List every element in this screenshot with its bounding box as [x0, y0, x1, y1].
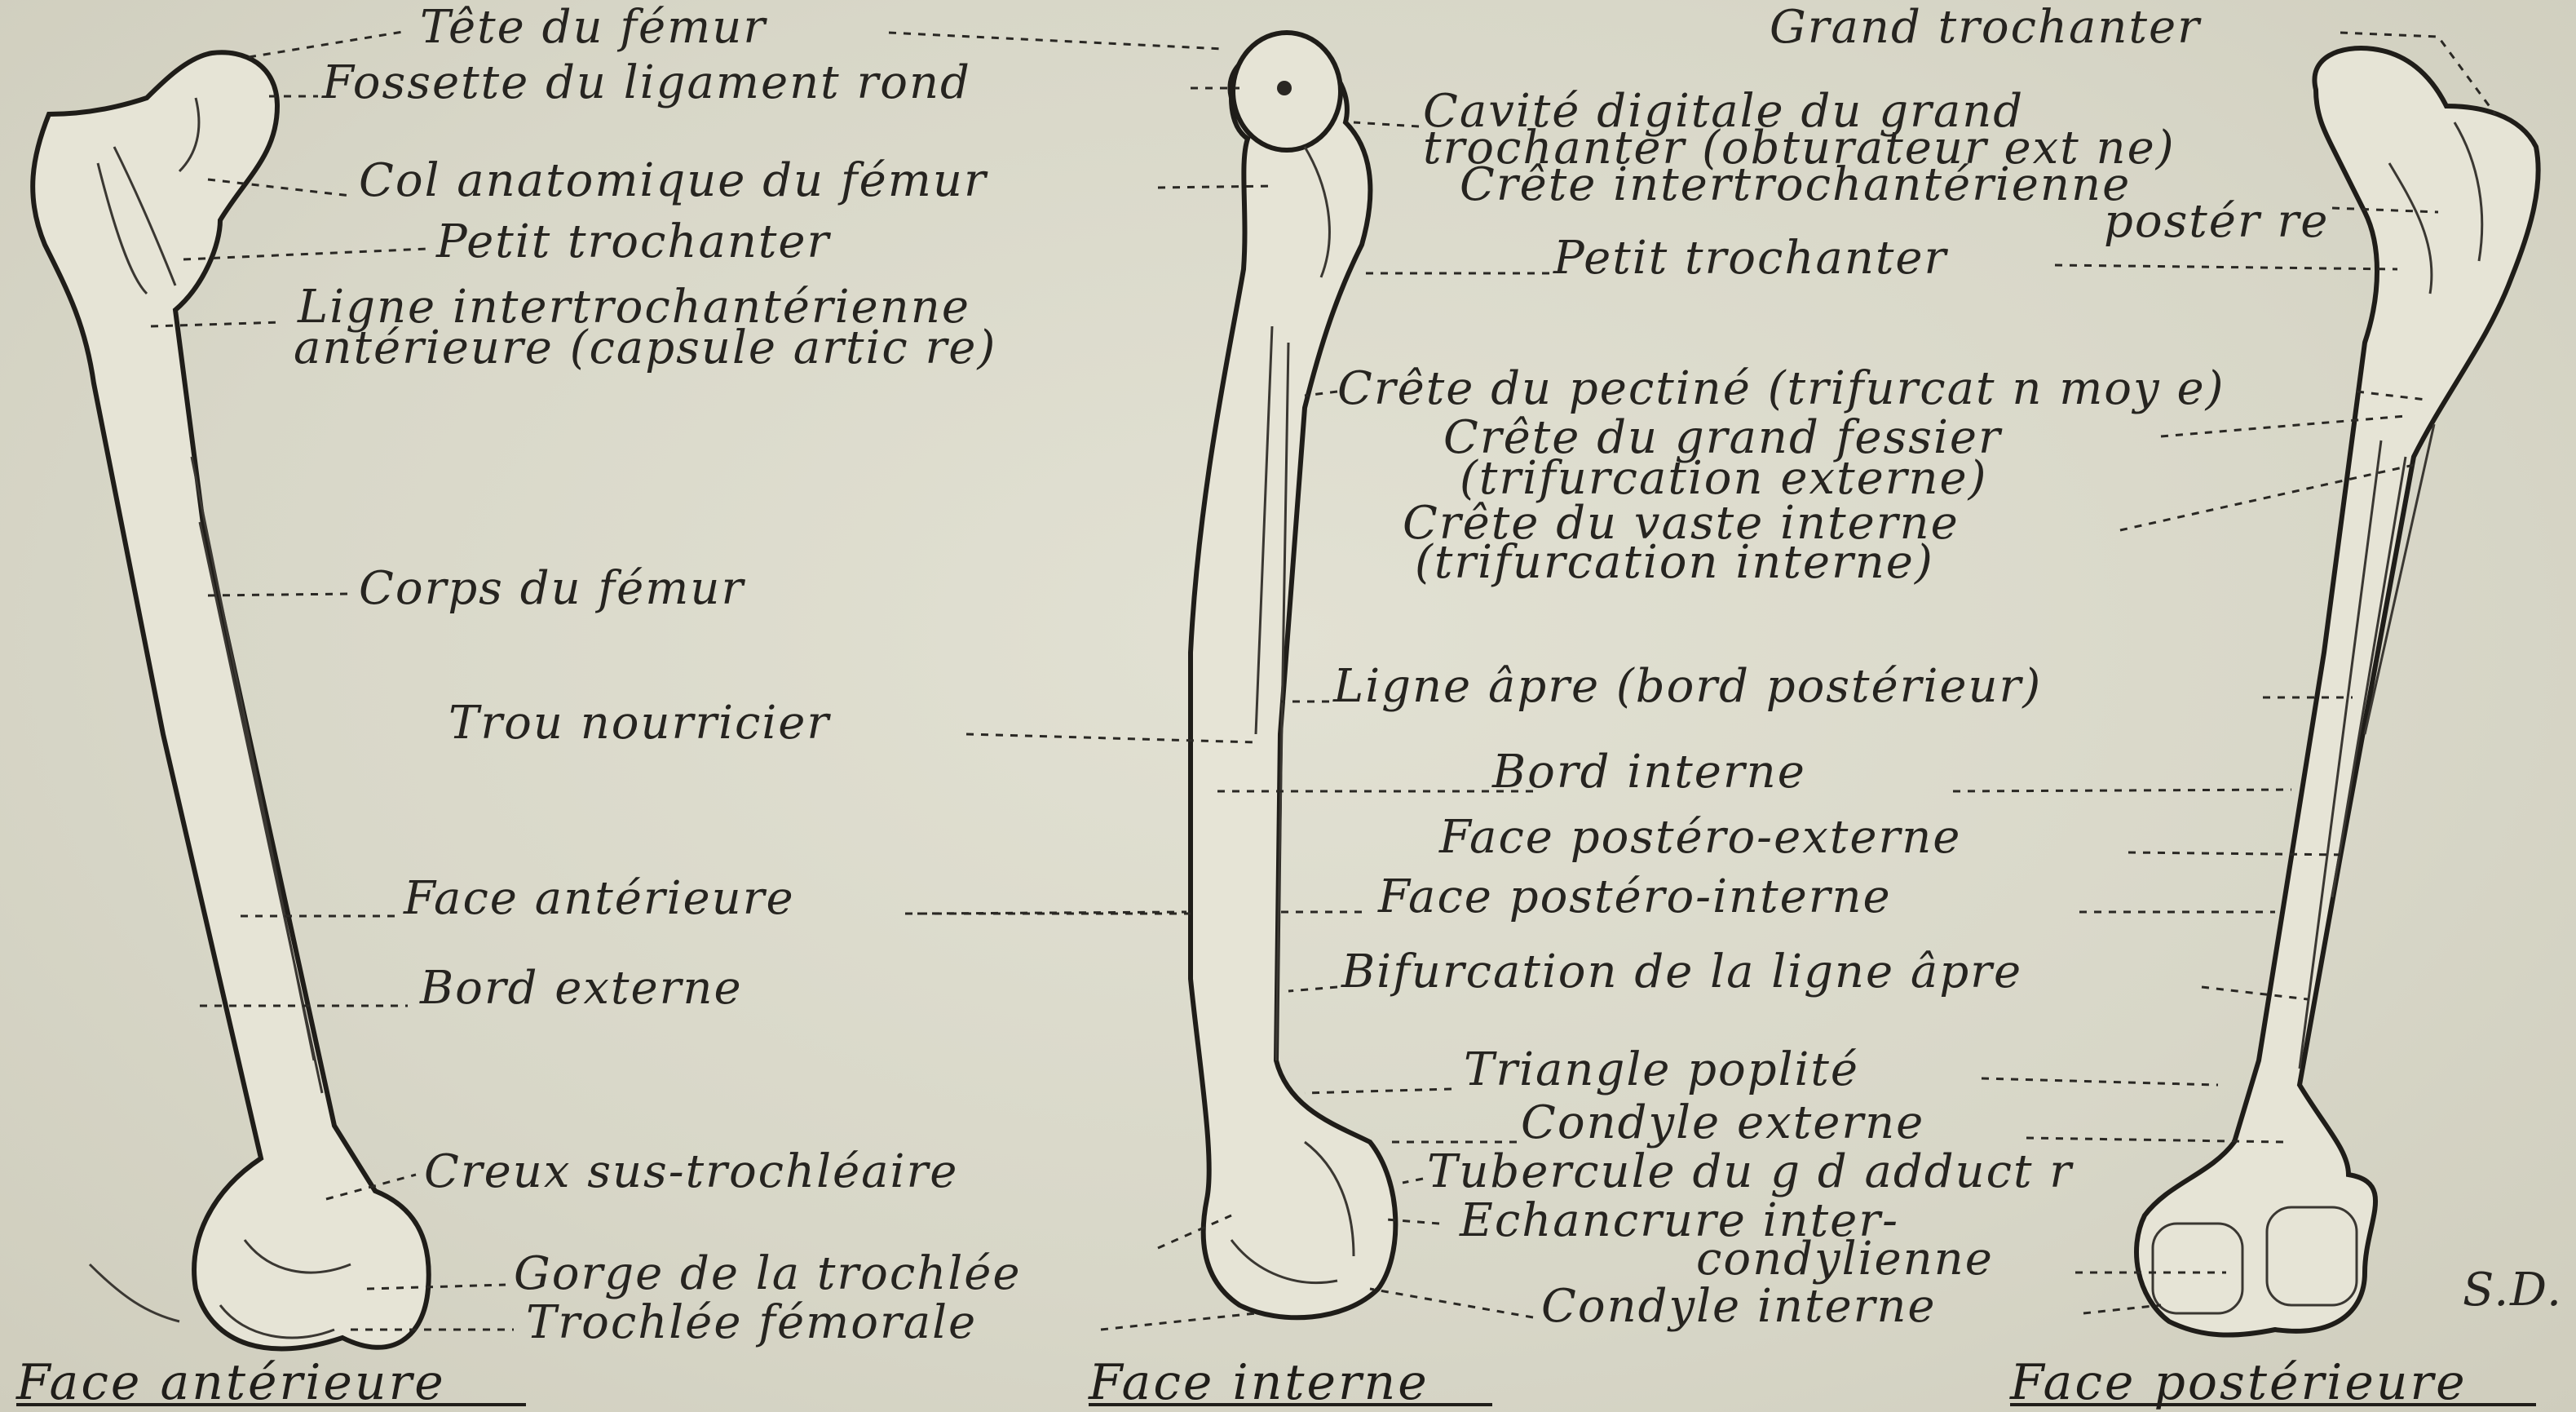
caption-face-interne: Face interne: [1088, 1354, 1429, 1411]
label-ligne-intertroch-2: antérieure (capsule artic re): [294, 321, 996, 374]
label-crete-intertroch-2: postér re: [2104, 195, 2329, 248]
label-ligne-apre: Ligne âpre (bord postérieur): [1332, 660, 2042, 713]
label-tete-femur: Tête du fémur: [420, 1, 767, 54]
label-corps-femur: Corps du fémur: [359, 562, 745, 615]
label-col-anatomique: Col anatomique du fémur: [359, 154, 988, 207]
label-trou-nourricier: Trou nourricier: [448, 697, 831, 750]
label-grand-trochanter: Grand trochanter: [1770, 1, 2202, 54]
view-captions: Face antérieure Face interne Face postér…: [15, 1354, 2536, 1411]
label-bifurcation: Bifurcation de la ligne âpre: [1341, 945, 2022, 998]
label-condyle-interne: Condyle interne: [1541, 1280, 1937, 1333]
label-face-postero-externe: Face postéro-externe: [1438, 811, 1961, 864]
caption-face-anterieure: Face antérieure: [15, 1354, 446, 1411]
label-crete-pectine: Crête du pectiné (trifurcat n moy e): [1337, 362, 2225, 415]
label-crete-vaste-2: (trifurcation interne): [1415, 536, 1934, 589]
label-petit-trochanter-left: Petit trochanter: [435, 215, 832, 268]
label-gorge-trochlee: Gorge de la trochlée: [514, 1247, 1022, 1300]
label-tubercule-adducteur: Tubercule du g d adduct r: [1427, 1145, 2074, 1198]
label-trochlee-femorale: Trochlée fémorale: [526, 1296, 977, 1349]
caption-face-posterieure: Face postérieure: [2009, 1354, 2468, 1411]
label-condyle-externe: Condyle externe: [1521, 1096, 1924, 1149]
label-creux-sus-trochleaire: Creux sus-trochléaire: [424, 1145, 958, 1198]
label-signature: S.D.: [2463, 1264, 2563, 1317]
label-bord-externe: Bord externe: [419, 962, 743, 1015]
label-face-anterieure: Face antérieure: [403, 872, 795, 925]
label-petit-trochanter-right: Petit trochanter: [1553, 232, 1949, 285]
femur-anterior-illustration: [33, 52, 429, 1348]
label-face-postero-interne: Face postéro-interne: [1377, 870, 1892, 923]
label-bord-interne: Bord interne: [1491, 746, 1806, 799]
label-fossette: Fossette du ligament rond: [321, 56, 971, 109]
label-triangle-poplite: Triangle poplité: [1464, 1043, 1859, 1096]
label-echancrure-2: condylienne: [1696, 1233, 1994, 1286]
label-crete-intertroch-1: Crête intertrochantérienne: [1460, 158, 2131, 211]
anatomy-labels: Tête du fémur Fossette du ligament rond …: [294, 1, 2563, 1349]
